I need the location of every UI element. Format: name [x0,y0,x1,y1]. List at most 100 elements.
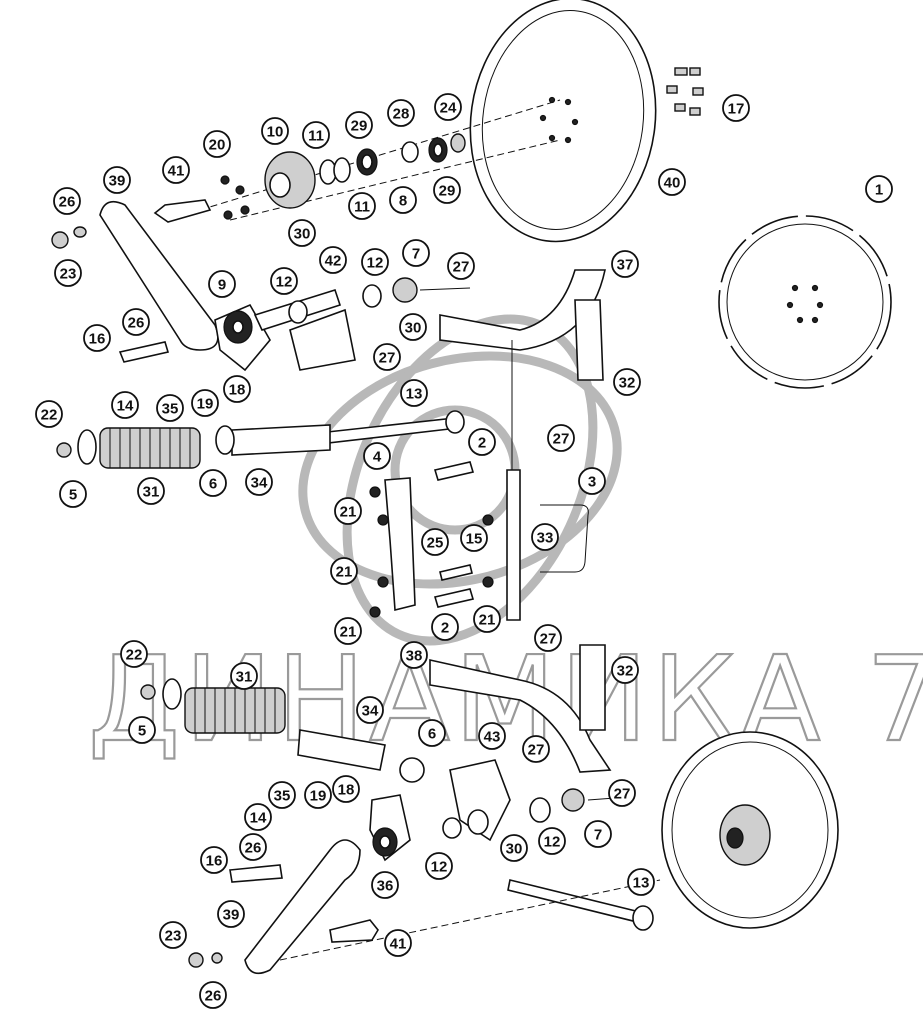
callout-28: 28 [387,99,415,127]
callout-14: 14 [111,391,139,419]
callout-number: 20 [209,137,226,154]
callout-number: 36 [377,878,394,895]
u-bolt-3 [540,504,589,573]
callout-number: 42 [325,253,342,270]
callout-7: 7 [584,820,612,848]
callout-number: 12 [431,859,448,876]
callout-circle [128,716,156,744]
callout-circle [332,775,360,803]
bolts-nuts-mid [369,461,494,618]
callout-27: 27 [534,624,562,652]
callout-39: 39 [217,900,245,928]
callout-circle [473,605,501,633]
tube-34-bottom [297,729,386,771]
callout-circle [584,820,612,848]
callout-1: 1 [865,175,893,203]
callout-26: 26 [122,308,150,336]
axle-41-top [153,199,212,223]
rod-13-bottom [507,879,642,923]
callout-5: 5 [128,716,156,744]
callout-circle [384,929,412,957]
callout-circle [345,111,373,139]
callout-circle [608,779,636,807]
callout-circle [400,379,428,407]
callout-number: 19 [197,396,214,413]
spring-31-top [99,427,201,469]
callout-number: 21 [479,612,496,629]
plate-4 [384,477,416,612]
callout-circle [531,523,559,551]
callout-30: 30 [399,313,427,341]
callout-number: 16 [89,331,106,348]
callout-37: 37 [611,250,639,278]
callout-circle [434,93,462,121]
callout-number: 14 [117,398,134,415]
callout-number: 27 [379,350,396,367]
callout-circle [111,391,139,419]
callout-number: 27 [453,259,470,276]
spring-31-bottom [184,687,286,734]
callout-circle [239,833,267,861]
callout-number: 26 [245,840,262,857]
callout-circle [244,803,272,831]
callout-20: 20 [203,130,231,158]
callout-number: 27 [553,431,570,448]
callout-number: 29 [439,183,456,200]
callout-31: 31 [230,662,258,690]
hub-assembly-top [199,99,561,221]
callout-32: 32 [611,656,639,684]
callout-circle [399,313,427,341]
callout-number: 9 [218,277,226,294]
callout-34: 34 [245,468,273,496]
disc-bottom [661,731,839,929]
bracket-9 [214,303,271,372]
callout-circle [865,175,893,203]
callout-number: 41 [390,936,407,953]
callout-number: 10 [267,124,284,141]
callout-13: 13 [627,868,655,896]
callout-8: 8 [389,186,417,214]
callout-number: 4 [373,449,382,466]
callout-circle [334,617,362,645]
callout-circle [478,722,506,750]
callout-number: 32 [619,375,636,392]
disc-1 [718,215,892,389]
disc-40 [469,0,657,243]
callout-circle [356,696,384,724]
washer-26-top [73,226,87,238]
callout-26: 26 [239,833,267,861]
callout-6: 6 [199,469,227,497]
callout-circle [156,394,184,422]
callout-21: 21 [473,605,501,633]
callout-15: 15 [460,524,488,552]
callout-12: 12 [270,267,298,295]
callout-circle [59,480,87,508]
callout-12: 12 [361,248,389,276]
callout-circle [270,267,298,295]
washer-6-top [215,425,235,455]
callout-circle [418,719,446,747]
callout-number: 33 [537,530,554,547]
callout-18: 18 [332,775,360,803]
callout-43: 43 [478,722,506,750]
callout-circle [122,308,150,336]
callout-circle [319,246,347,274]
callout-circle [199,469,227,497]
callout-3: 3 [578,467,606,495]
callout-number: 38 [406,648,423,665]
callout-number: 14 [250,810,267,827]
callout-9: 9 [208,270,236,298]
callout-29: 29 [345,111,373,139]
callout-number: 2 [478,435,486,452]
bolts-17 [666,67,704,116]
callout-10: 10 [261,117,289,145]
callout-number: 8 [399,193,407,210]
callout-circle [137,477,165,505]
callout-19: 19 [191,389,219,417]
tube-34-top [231,424,331,456]
callout-34: 34 [356,696,384,724]
callout-circle [159,921,187,949]
callout-number: 1 [875,182,883,199]
callout-11: 11 [348,192,376,220]
